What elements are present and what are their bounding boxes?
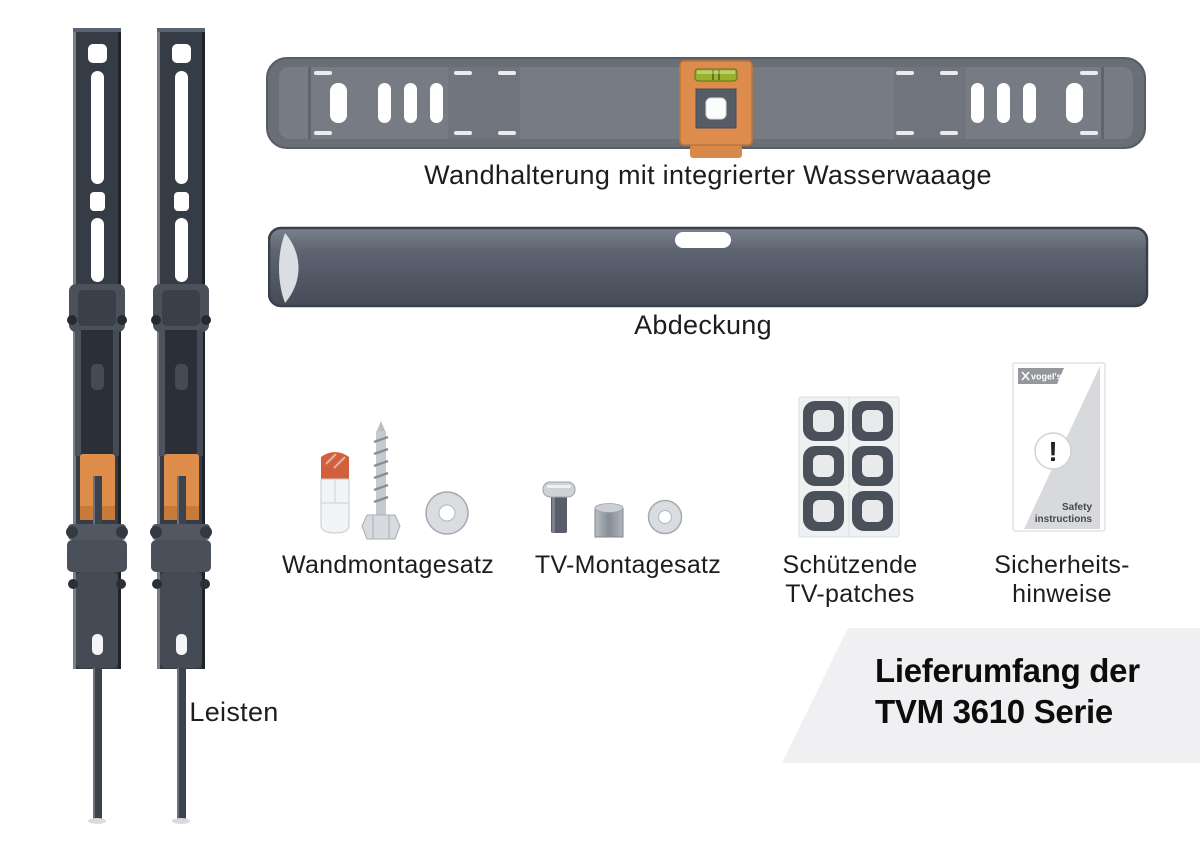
bubble-level-icon [694,68,738,82]
strips-label: Leisten [189,697,279,727]
vogels-logo: vogel's [1018,368,1064,384]
svg-text:Safety: Safety [1062,502,1092,513]
tv-strip-right-illustration [150,28,212,824]
svg-text:instructions: instructions [1035,514,1093,525]
series-title: Lieferumfang der TVM 3610 Serie [875,652,1140,730]
level-clip [679,60,753,158]
wall-mount-kit-label: Wandmontagesatz [281,551,495,579]
safety-label: Sicherheits- hinweise [994,551,1130,608]
tv-mount-kit-label: TV-Montagesatz [534,551,722,579]
wall-bracket-illustration [266,57,1146,158]
tv-patches-label: Schützende TV-patches [782,551,918,608]
tv-mount-kit-illustration [542,481,683,538]
svg-text:!: ! [1048,436,1057,467]
exclamation-icon: ! [1034,432,1072,470]
svg-text:vogel's: vogel's [1031,372,1062,382]
cover-illustration [268,226,1149,308]
wall-bracket-label: Wandhalterung mit integrierter Wasserwaa… [424,160,992,190]
tv-patches-illustration [798,396,900,538]
series-title-banner: Lieferumfang der TVM 3610 Serie [782,628,1200,763]
tv-strip-left-illustration [66,28,128,824]
safety-card-illustration: vogel's ! Safety instructions [1012,362,1106,532]
cover-label: Abdeckung [634,310,772,340]
wall-mount-kit-illustration [320,421,469,540]
